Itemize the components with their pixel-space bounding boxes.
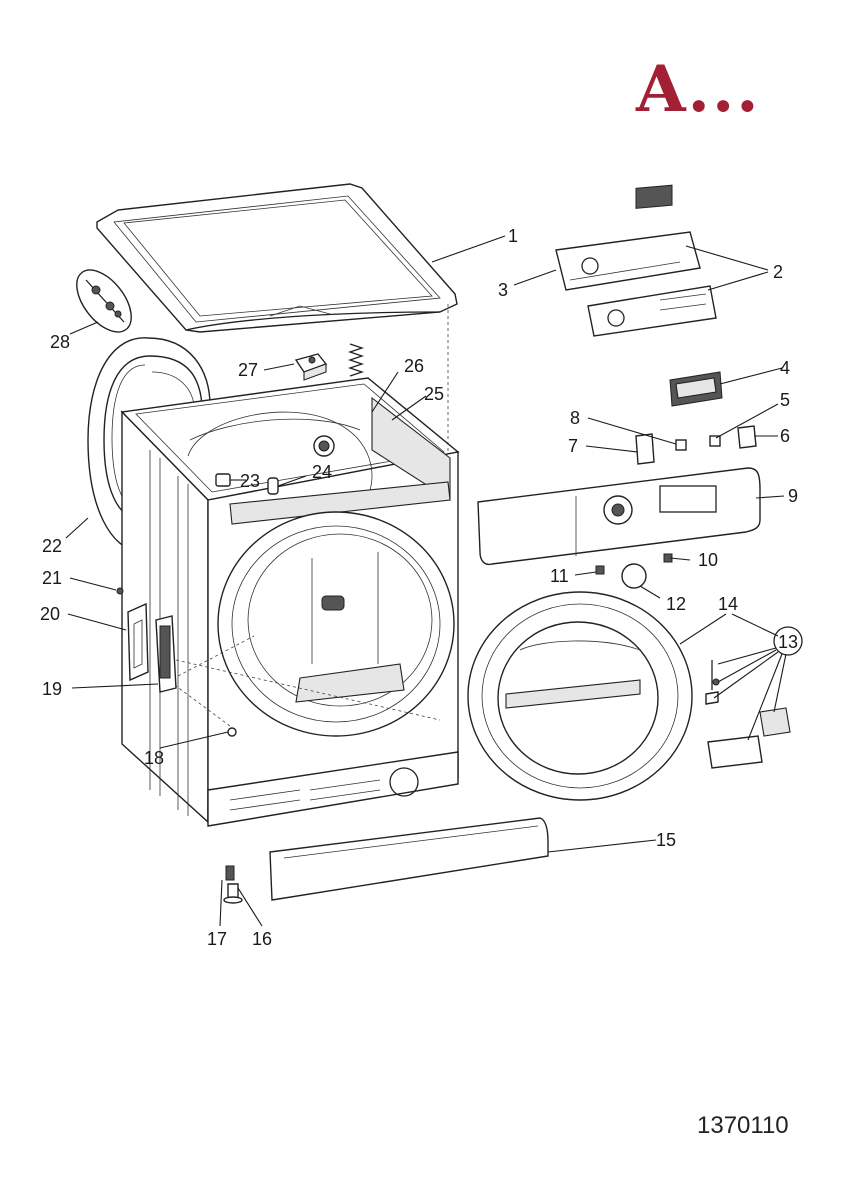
callout-labels: 1 2 3 4 5 6 7 8 9 10 11 12 13 14 15 16 1… <box>40 226 798 949</box>
door-assembly-part[interactable] <box>467 591 693 801</box>
callout-10: 10 <box>698 550 718 570</box>
callout-26: 26 <box>404 356 424 376</box>
drum-bearing-part[interactable] <box>313 435 335 457</box>
callout-2: 2 <box>773 262 783 282</box>
leader-lines <box>65 235 787 927</box>
screw-parts[interactable] <box>116 587 237 737</box>
adjustable-foot-part[interactable] <box>223 865 243 904</box>
callout-28: 28 <box>50 332 70 352</box>
top-cover-part[interactable] <box>96 183 458 333</box>
hinge-part[interactable] <box>127 602 177 693</box>
section-mark: A... <box>636 52 761 127</box>
callout-7: 7 <box>568 436 578 456</box>
callout-15: 15 <box>656 830 676 850</box>
callout-3: 3 <box>498 280 508 300</box>
roller-part[interactable] <box>215 473 279 495</box>
control-panel-part[interactable] <box>477 467 761 566</box>
callout-5: 5 <box>780 390 790 410</box>
callout-19: 19 <box>42 679 62 699</box>
door-hinge-parts[interactable] <box>705 626 803 769</box>
callout-27: 27 <box>238 360 258 380</box>
callout-21: 21 <box>42 568 62 588</box>
cabinet-part[interactable] <box>120 377 460 827</box>
callout-1: 1 <box>508 226 518 246</box>
callout-17: 17 <box>207 929 227 949</box>
knob-parts[interactable] <box>595 553 673 589</box>
callout-9: 9 <box>788 486 798 506</box>
spring-part[interactable] <box>347 343 365 377</box>
alignment-lines <box>175 304 449 727</box>
clip-parts[interactable] <box>635 425 757 465</box>
component-27-part[interactable] <box>294 353 328 381</box>
callout-25: 25 <box>424 384 444 404</box>
drawing-number: 1370110 <box>697 1112 789 1139</box>
control-board-part[interactable] <box>555 184 717 337</box>
hose-part[interactable] <box>66 260 142 341</box>
callout-23: 23 <box>240 471 260 491</box>
callout-14: 14 <box>718 594 738 614</box>
display-module-part[interactable] <box>669 371 723 407</box>
callout-24: 24 <box>312 462 332 482</box>
callout-6: 6 <box>780 426 790 446</box>
callout-20: 20 <box>40 604 60 624</box>
callout-4: 4 <box>780 358 790 378</box>
callout-22: 22 <box>42 536 62 556</box>
callout-18: 18 <box>144 748 164 768</box>
callout-12: 12 <box>666 594 686 614</box>
callout-16: 16 <box>252 929 272 949</box>
callout-11: 11 <box>550 566 569 586</box>
callout-8: 8 <box>570 408 580 428</box>
kick-plate-part[interactable] <box>269 817 549 901</box>
callout-13: 13 <box>778 632 798 652</box>
